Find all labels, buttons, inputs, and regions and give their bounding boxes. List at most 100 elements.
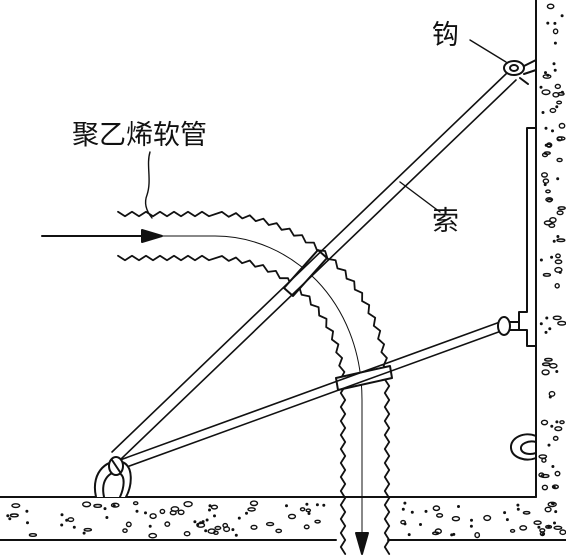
ground-anchor-hook: [93, 456, 132, 498]
texture-pebble: [545, 197, 554, 203]
texture-dot: [307, 512, 311, 516]
texture-pebble: [287, 513, 297, 520]
texture-dot: [553, 521, 557, 525]
texture-dot: [553, 21, 557, 25]
outlet-arrow-head: [355, 532, 369, 555]
texture-pebble: [542, 272, 552, 277]
texture-pebble: [547, 501, 557, 508]
texture-dot: [148, 524, 152, 528]
texture-pebble: [555, 253, 561, 259]
texture-pebble: [81, 501, 92, 508]
texture-dot: [201, 520, 205, 524]
texture-dot: [234, 533, 238, 537]
texture-dot: [560, 14, 564, 18]
texture-pebble: [9, 513, 19, 518]
texture-dot: [65, 518, 69, 522]
texture-dot: [6, 514, 10, 518]
texture-pebble: [559, 420, 565, 425]
texture-pebble: [207, 528, 216, 535]
texture-pebble: [314, 519, 321, 524]
texture-dot: [237, 516, 241, 520]
texture-dot: [25, 509, 29, 513]
texture-dot: [505, 518, 509, 522]
texture-dot: [135, 509, 139, 513]
texture-dot: [469, 524, 473, 528]
texture-dot: [543, 183, 547, 187]
strap-lower: [335, 365, 393, 391]
texture-dot: [539, 258, 543, 262]
texture-dot: [457, 505, 461, 509]
texture-pebble: [400, 519, 406, 525]
texture-pebble: [125, 521, 132, 528]
texture-dot: [541, 110, 545, 114]
texture-pebble: [541, 362, 551, 367]
texture-dot: [143, 511, 147, 515]
texture-dot: [231, 528, 235, 532]
texture-pebble: [538, 454, 548, 459]
texture-pebble: [554, 426, 563, 432]
texture-pebble: [552, 315, 562, 321]
hook-label-leader: [469, 39, 507, 63]
lower-rope: [119, 321, 505, 469]
wall-hook-upper: [503, 59, 537, 85]
texture-dot: [410, 510, 414, 514]
texture-pebble: [93, 503, 103, 508]
rope-label: 索: [432, 206, 459, 237]
texture-pebble: [519, 525, 528, 531]
texture-dot: [516, 503, 520, 507]
texture-pebble: [545, 189, 551, 194]
texture-pebble: [557, 320, 566, 326]
texture-pebble: [538, 472, 545, 478]
ground-texture: [6, 500, 563, 539]
texture-dot: [403, 522, 407, 526]
texture-pebble: [552, 92, 560, 98]
texture-pebble: [541, 89, 551, 96]
texture-pebble: [299, 507, 306, 512]
hook-label: 钩: [432, 20, 459, 51]
texture-dot: [503, 511, 507, 515]
texture-dot: [554, 510, 558, 514]
texture-pebble: [539, 528, 546, 533]
texture-dot: [548, 395, 552, 399]
texture-pebble: [249, 500, 259, 507]
texture-pebble: [548, 390, 556, 397]
texture-dot: [452, 532, 456, 536]
texture-dot: [26, 521, 30, 525]
texture-pebble: [542, 74, 552, 79]
texture-dot: [322, 503, 326, 507]
texture-dot: [208, 504, 212, 508]
texture-pebble: [170, 506, 180, 512]
texture-dot: [544, 330, 548, 334]
texture-pebble: [132, 501, 139, 506]
texture-pebble: [522, 510, 531, 515]
texture-dot: [550, 255, 554, 259]
texture-pebble: [554, 470, 561, 477]
hose-label: 聚乙烯软管: [72, 120, 207, 151]
texture-pebble: [541, 172, 549, 178]
texture-dot: [82, 531, 86, 535]
texture-pebble: [559, 529, 566, 536]
texture-pebble: [558, 122, 566, 129]
texture-pebble: [556, 210, 564, 216]
texture-pebble: [541, 484, 549, 491]
hose-label-leader: [144, 151, 153, 219]
texture-dot: [403, 501, 407, 505]
texture-pebble: [432, 505, 441, 512]
texture-pebble: [554, 266, 563, 273]
texture-pebble: [544, 506, 552, 513]
texture-pebble: [265, 521, 275, 527]
texture-dot: [547, 524, 551, 528]
texture-pebble: [223, 526, 231, 533]
texture-pebble: [551, 484, 560, 490]
texture-pebble: [554, 83, 561, 90]
texture-pebble: [549, 362, 558, 369]
texture-dot: [553, 41, 557, 45]
drain-ring-inner: [519, 440, 537, 455]
wall-hook-lower: [497, 316, 520, 336]
texture-pebble: [149, 513, 157, 520]
texture-pebble: [552, 435, 559, 441]
texture-pebble: [474, 531, 481, 539]
texture-dot: [305, 502, 309, 506]
texture-pebble: [552, 28, 559, 35]
texture-pebble: [183, 531, 191, 537]
